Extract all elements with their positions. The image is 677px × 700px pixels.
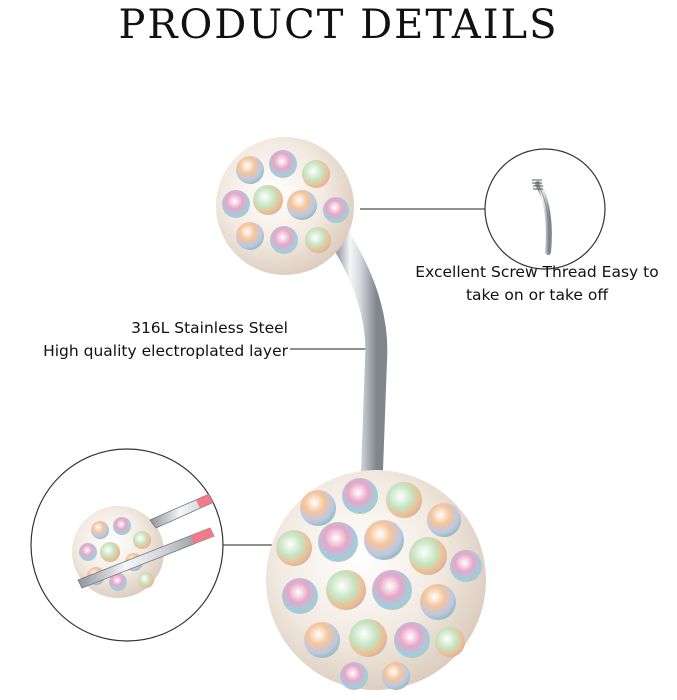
thread-callout-line1: Excellent Screw Thread Easy to	[415, 263, 659, 281]
material-callout-line1: 316L Stainless Steel	[131, 319, 288, 337]
bottom-crystal-ball	[266, 470, 486, 690]
material-callout: 316L Stainless Steel High quality electr…	[0, 317, 288, 363]
page-title: PRODUCT DETAILS	[118, 2, 559, 48]
thread-callout-line2: take on or take off	[465, 286, 609, 304]
thread-detail-circle	[484, 148, 606, 270]
top-crystal-ball	[216, 137, 354, 275]
thread-callout: Excellent Screw Thread Easy to take on o…	[392, 261, 677, 307]
material-callout-line2: High quality electroplated layer	[43, 342, 288, 360]
barbell-bar	[325, 221, 388, 481]
ball-detail-circle	[30, 448, 224, 642]
